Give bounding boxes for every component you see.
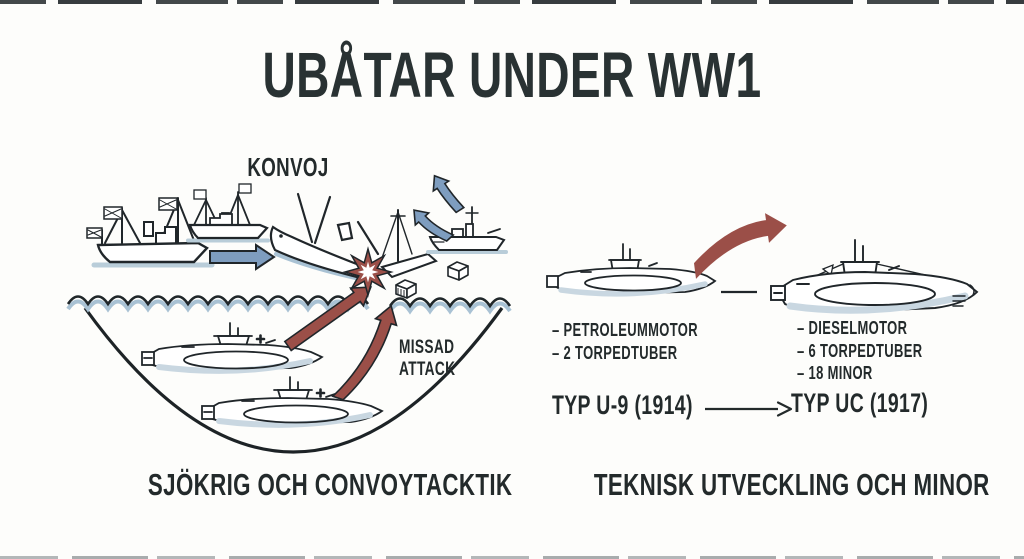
convoy-label: KONVOJ <box>247 152 329 182</box>
evolution-arrow-icon <box>705 401 793 417</box>
u9-feature-list: – PETROLEUMMOTOR – 2 TORPEDTUBER <box>552 319 698 364</box>
cargo-ship-icon <box>86 197 215 268</box>
bottom-crop-artifact <box>0 556 1024 559</box>
top-crop-artifact <box>0 0 1024 4</box>
uc-type-label: TYP UC (1917) <box>791 388 929 418</box>
uc-feature-list: – DIESELMOTOR – 6 TORPEDTUBER – 18 MINOR <box>797 317 922 385</box>
sinking-ship-icon <box>269 192 438 281</box>
missed-attack-label: MISSAD ATTACK <box>399 337 455 381</box>
feature-item: – DIESELMOTOR <box>797 318 908 338</box>
submarine-evolution-illustration <box>546 213 979 314</box>
advance-arrow-icon <box>209 243 276 271</box>
escape-arrow-icon <box>413 209 455 242</box>
escape-arrow-icon <box>432 174 466 214</box>
feature-item: – 6 TORPEDTUBER <box>797 340 923 361</box>
convoy-scene-illustration <box>66 174 512 454</box>
escort-ship-icon <box>426 206 508 254</box>
attack-arrow-icon <box>283 286 372 352</box>
missed-attack-line2: ATTACK <box>399 359 456 380</box>
attack-arrow-icon <box>331 304 398 401</box>
missed-attack-line1: MISSAD <box>399 337 455 358</box>
feature-item: – PETROLEUMMOTOR <box>552 320 698 340</box>
left-section-caption: SJÖKRIG OCH CONVOYTACKTIK <box>147 467 513 502</box>
evolution-red-arrow-icon <box>694 213 787 279</box>
u9-type-label: TYP U-9 (1914) <box>552 390 693 420</box>
cargo-crate-icon <box>395 279 417 299</box>
page-title: UBÅTAR UNDER WW1 <box>262 39 762 111</box>
feature-item: – 18 MINOR <box>797 363 873 383</box>
cargo-ship-icon <box>186 183 270 243</box>
submarine-u9-icon <box>546 243 717 297</box>
right-section-caption: TEKNISK UTVECKLING OCH MINOR <box>593 467 990 502</box>
submarine-uc-icon <box>770 239 979 314</box>
wave-line <box>66 295 512 315</box>
ocean-bowl-outline <box>83 307 504 454</box>
explosion-icon <box>342 246 394 298</box>
feature-item: – 2 TORPEDTUBER <box>552 342 678 363</box>
cargo-crate-icon <box>447 261 469 281</box>
